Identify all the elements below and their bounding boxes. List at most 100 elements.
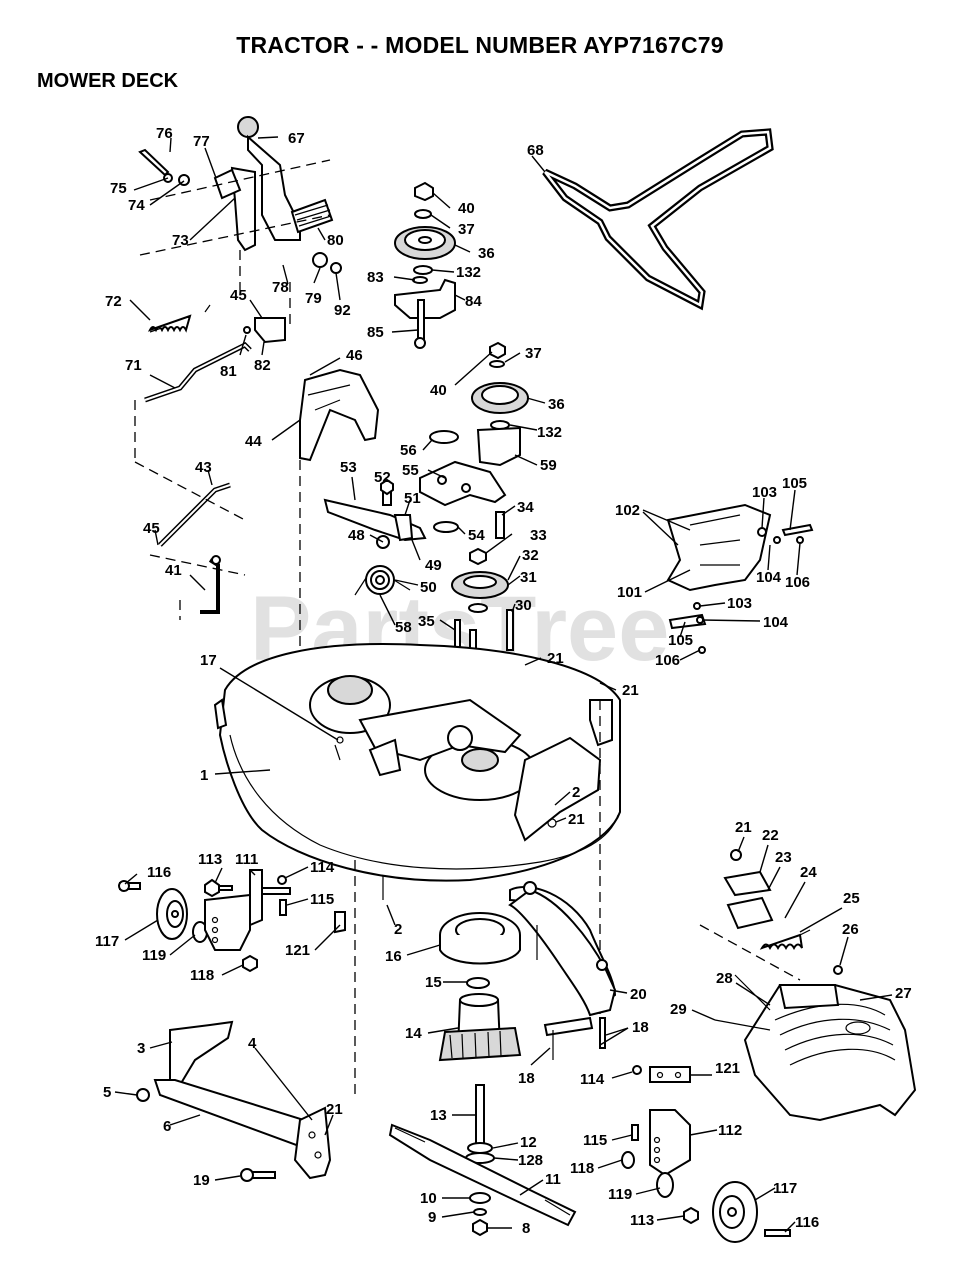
lift-bracket[interactable] xyxy=(243,317,286,344)
callout-9: 9 xyxy=(428,1209,436,1226)
callout-72: 72 xyxy=(105,293,122,310)
callout-119: 119 xyxy=(142,947,166,964)
callout-18: 18 xyxy=(632,1019,649,1036)
callout-labels: 76 77 67 75 74 80 73 78 79 92 72 45 81 8… xyxy=(95,125,912,1237)
callout-71: 71 xyxy=(125,357,142,374)
callout-56: 56 xyxy=(400,442,417,459)
mower-blade[interactable] xyxy=(388,1123,577,1227)
callout-115: 115 xyxy=(310,891,334,908)
left-gauge-wheel[interactable] xyxy=(118,869,346,973)
callout-33: 33 xyxy=(530,527,547,544)
callout-1: 1 xyxy=(200,767,208,784)
callout-67: 67 xyxy=(288,130,305,147)
spindle-housing[interactable] xyxy=(438,912,522,1062)
callout-52: 52 xyxy=(374,469,391,486)
idler-bolt[interactable] xyxy=(469,511,505,566)
callout-58: 58 xyxy=(395,619,412,636)
front-hanger-bracket[interactable] xyxy=(508,881,617,1037)
callout-119: 119 xyxy=(608,1186,632,1203)
callout-30: 30 xyxy=(515,597,532,614)
callout-121: 121 xyxy=(285,942,310,959)
callout-118: 118 xyxy=(570,1160,594,1177)
callout-81: 81 xyxy=(220,363,237,380)
callout-116: 116 xyxy=(147,864,171,881)
callout-128: 128 xyxy=(518,1152,543,1169)
callout-43: 43 xyxy=(195,459,212,476)
chute-spring[interactable] xyxy=(759,929,811,951)
callout-21: 21 xyxy=(568,811,585,828)
callout-14: 14 xyxy=(405,1025,422,1042)
lift-link[interactable] xyxy=(144,341,252,403)
idler-arm[interactable] xyxy=(419,430,507,533)
callout-114: 114 xyxy=(310,859,335,876)
discharge-chute[interactable] xyxy=(743,984,917,1122)
front-lift-link[interactable] xyxy=(158,482,231,614)
callout-28: 28 xyxy=(716,970,733,987)
callout-17: 17 xyxy=(200,652,217,669)
callout-53: 53 xyxy=(340,459,357,476)
callout-48: 48 xyxy=(348,527,365,544)
callout-50: 50 xyxy=(420,579,437,596)
callout-59: 59 xyxy=(540,457,557,474)
callout-21: 21 xyxy=(735,819,752,836)
belt-guard[interactable] xyxy=(299,368,380,462)
callout-35: 35 xyxy=(418,613,435,630)
callout-12: 12 xyxy=(520,1134,537,1151)
callout-6: 6 xyxy=(163,1118,171,1135)
idler-lever[interactable] xyxy=(323,478,427,596)
chute-deflector[interactable] xyxy=(666,503,814,654)
right-gauge-wheel[interactable] xyxy=(621,1065,791,1243)
callout-11: 11 xyxy=(545,1171,561,1188)
callout-105: 105 xyxy=(668,632,693,649)
callout-74: 74 xyxy=(128,197,145,214)
callout-26: 26 xyxy=(842,921,859,938)
callout-121: 121 xyxy=(715,1060,740,1077)
callout-113: 113 xyxy=(630,1212,654,1229)
callout-75: 75 xyxy=(110,180,127,197)
section-title: MOWER DECK xyxy=(37,70,179,92)
idler-pulley-lower[interactable] xyxy=(471,341,529,467)
callout-13: 13 xyxy=(430,1107,447,1124)
callout-55: 55 xyxy=(402,462,419,479)
spindle-shaft[interactable] xyxy=(465,1084,495,1164)
callout-21: 21 xyxy=(622,682,639,699)
rear-lift-arm[interactable] xyxy=(136,1020,332,1182)
leader-lines xyxy=(114,136,893,1233)
callout-18: 18 xyxy=(518,1070,535,1087)
callout-76: 76 xyxy=(156,125,173,142)
callout-132: 132 xyxy=(537,424,562,441)
callout-51: 51 xyxy=(404,490,421,507)
hanger-bolt[interactable] xyxy=(599,1017,606,1049)
idler-pulley-upper[interactable] xyxy=(394,181,456,349)
mower-deck-shell[interactable] xyxy=(213,643,621,900)
callout-49: 49 xyxy=(425,557,442,574)
callout-32: 32 xyxy=(522,547,539,564)
callout-112: 112 xyxy=(718,1122,742,1139)
callout-10: 10 xyxy=(420,1190,437,1207)
callout-36: 36 xyxy=(548,396,565,413)
lift-lever-assembly[interactable] xyxy=(138,116,342,274)
page-title: TRACTOR - - MODEL NUMBER AYP7167C79 xyxy=(236,32,724,58)
callout-103: 103 xyxy=(727,595,752,612)
lift-spring[interactable] xyxy=(148,304,211,333)
callout-37: 37 xyxy=(525,345,542,362)
callout-101: 101 xyxy=(617,584,642,601)
callout-40: 40 xyxy=(458,200,475,217)
callout-23: 23 xyxy=(775,849,792,866)
callout-104: 104 xyxy=(763,614,789,631)
callout-79: 79 xyxy=(305,290,322,307)
callout-29: 29 xyxy=(670,1001,687,1018)
callout-117: 117 xyxy=(95,933,119,950)
callout-8: 8 xyxy=(522,1220,530,1237)
callout-104: 104 xyxy=(756,569,782,586)
callout-117: 117 xyxy=(773,1180,797,1197)
callout-36: 36 xyxy=(478,245,495,262)
callout-44: 44 xyxy=(245,433,262,450)
chute-bracket[interactable] xyxy=(714,849,843,1031)
callout-68: 68 xyxy=(527,142,544,159)
drive-belt[interactable] xyxy=(542,128,774,311)
callout-20: 20 xyxy=(630,986,647,1003)
callout-85: 85 xyxy=(367,324,384,341)
callout-46: 46 xyxy=(346,347,363,364)
blade-hardware[interactable] xyxy=(469,1192,491,1237)
